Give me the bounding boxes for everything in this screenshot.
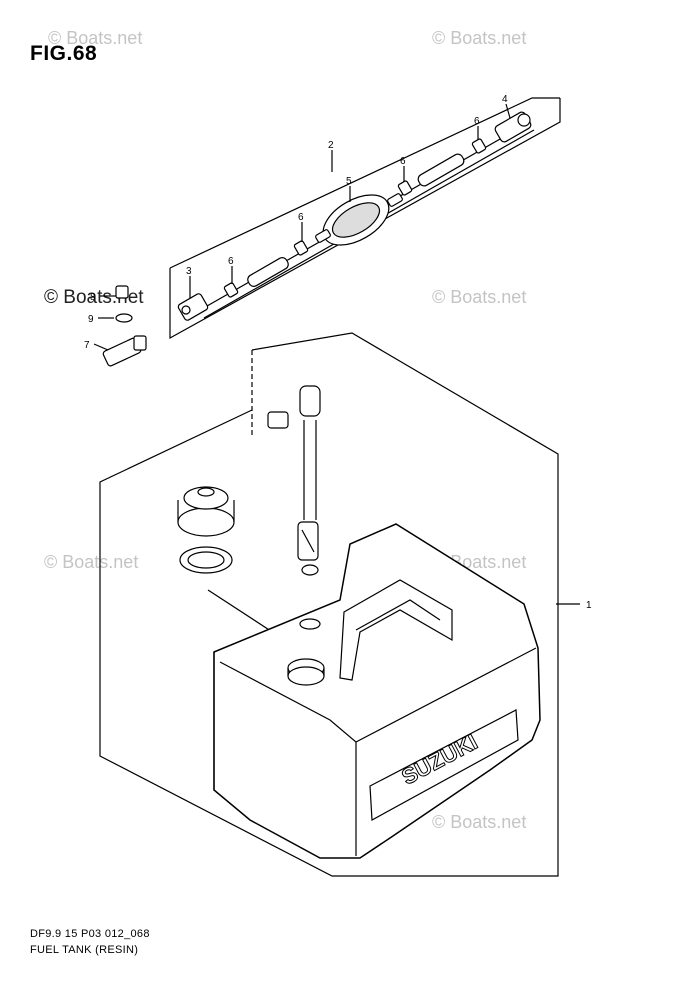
callout-6: 6 [228,256,234,267]
callout-8: 8 [90,292,96,303]
callout-1: 1 [586,600,592,611]
callout-4: 4 [502,94,508,105]
hose-piece [247,257,289,287]
hose-clamp [223,282,239,298]
watermark: © Boats.net [432,287,527,307]
hose-clamp [397,180,413,196]
callout-5: 5 [346,176,352,187]
figure-title: FIG.68 [30,42,98,65]
callout-6: 6 [474,116,480,127]
callout-7: 7 [84,340,90,351]
callout-3: 3 [186,266,192,277]
hose-piece [417,153,465,187]
watermark: © Boats.net [432,812,527,832]
watermark: © Boats.net [44,552,139,572]
callout-6: 6 [400,156,406,167]
diagram-code: DF9.9 15 P03 012_068 [30,928,150,940]
watermark: © Boats.net [432,28,527,48]
hose-clamp [471,138,487,154]
callout-2: 2 [328,140,334,151]
pipe-oring [301,564,319,576]
callout-6: 6 [298,212,304,223]
diagram-caption: FUEL TANK (RESIN) [30,944,139,956]
screw [115,285,129,299]
brand-plate [369,709,519,821]
washer [115,313,133,323]
callout-9: 9 [88,314,94,325]
tank-side-connector [177,293,209,321]
fuel-tank-body [213,523,541,859]
tank-handle [339,579,453,681]
hose-clamp [293,240,309,256]
watermark: © Boats.net [48,28,143,48]
